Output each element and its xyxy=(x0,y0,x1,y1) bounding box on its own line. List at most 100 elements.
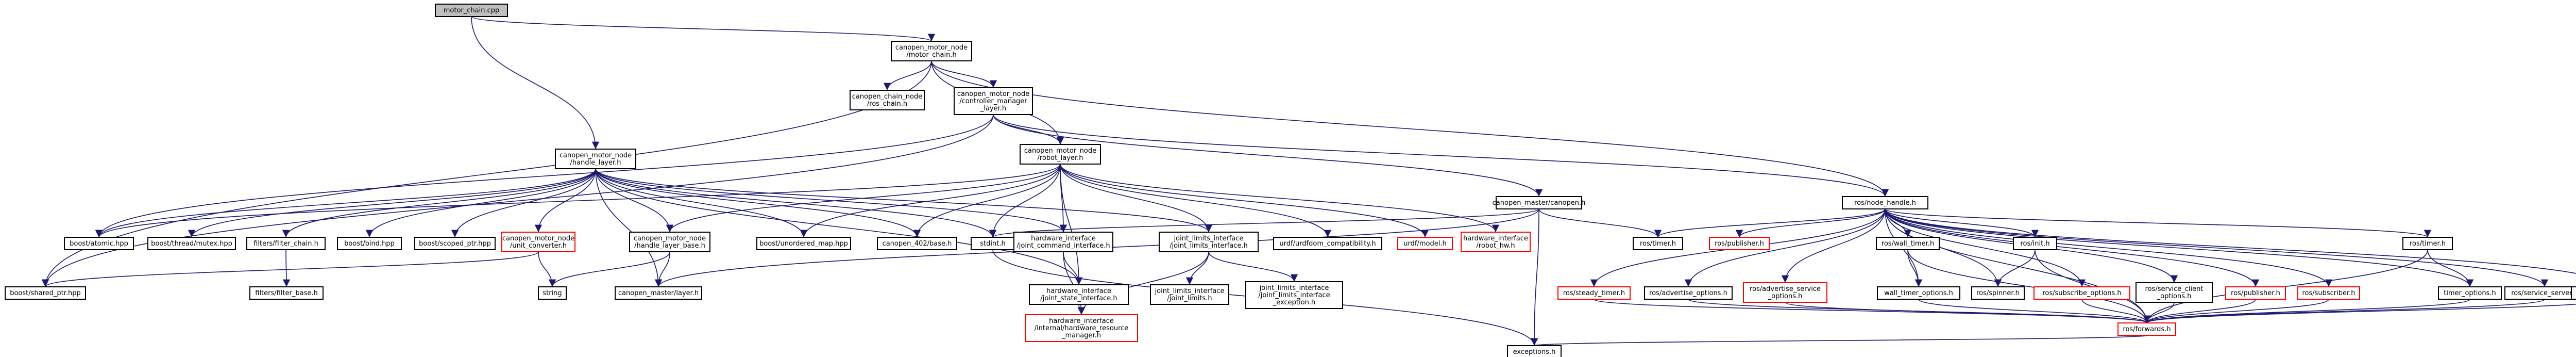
node-forwards-h[interactable]: ros/forwards.h xyxy=(2117,322,2176,336)
edge-robot-layer-h-to-handle-layer-base-h xyxy=(666,164,1061,233)
node-joint-state-interface-h[interactable]: hardware_interface/joint_state_interface… xyxy=(1029,284,1129,305)
node-ros-subscriber-h[interactable]: ros/subscriber.h xyxy=(2297,286,2360,300)
edge-robot-layer-h-to-boost-unordered-map xyxy=(800,164,1061,238)
node-canopen-402-base-h[interactable]: canopen_402/base.h xyxy=(877,237,957,250)
node-label: _manager.h xyxy=(1061,332,1101,339)
node-robot-hw-h[interactable]: hardware_interface/robot_hw.h xyxy=(1461,232,1531,252)
node-label: ros/subscriber.h xyxy=(2302,289,2355,297)
edge-node-handle-h-to-ros-subscriber-h xyxy=(1885,208,2333,287)
edge-node-handle-h-to-service-server-h xyxy=(1885,208,2548,287)
node-service-client-options-h[interactable]: ros/service_client_options.h xyxy=(2136,282,2213,303)
edge-node-handle-h-to-ros-publisher-h-a xyxy=(1735,208,1886,238)
node-boost-unordered-map[interactable]: boost/unordered_map.hpp xyxy=(756,237,851,250)
node-ros-publisher-h-b[interactable]: ros/publisher.h xyxy=(2225,286,2286,300)
node-label: /robot_hw.h xyxy=(1476,242,1515,250)
node-canopen-layer-h[interactable]: canopen_master/layer.h xyxy=(615,286,702,300)
edge-advertise-service-options-h-to-forwards-h xyxy=(1785,302,2150,323)
node-joint-limits-interface-exception-h[interactable]: joint_limits_interface/joint_limits_inte… xyxy=(1245,281,1343,309)
node-box xyxy=(756,237,851,250)
node-label: ros/steady_timer.h xyxy=(1563,289,1625,297)
node-box xyxy=(1557,286,1631,300)
node-handle-layer-h[interactable]: canopen_motor_node/handle_layer.h xyxy=(555,149,636,169)
node-node-handle-h[interactable]: ros/node_handle.h xyxy=(1842,196,1928,209)
node-ros-publisher-h-a[interactable]: ros/publisher.h xyxy=(1709,237,1770,250)
edge-controller-manager-layer-h-to-node-handle-h xyxy=(993,114,1889,197)
node-box xyxy=(2297,286,2360,300)
node-label: hardware_interface xyxy=(1049,317,1114,325)
node-label: ros/timer.h xyxy=(2410,240,2446,248)
node-box xyxy=(2504,286,2576,300)
node-urdfdom-compat-h[interactable]: urdf/urdfdom_compatibility.h xyxy=(1273,237,1382,250)
edge-wall-timer-options-h-to-forwards-h xyxy=(1918,299,2150,323)
node-label: canopen_motor_node xyxy=(957,90,1029,98)
node-label: boost/bind.hpp xyxy=(344,240,395,248)
node-box xyxy=(1743,282,1827,303)
node-timer-options-h[interactable]: timer_options.h xyxy=(2438,286,2502,300)
node-label: /handle_layer.h xyxy=(570,159,621,167)
node-robot-layer-h[interactable]: canopen_motor_node/robot_layer.h xyxy=(1020,144,1101,165)
edge-node-handle-h-to-advertise-service-options-h xyxy=(1781,208,1886,283)
edge-robot-layer-h-to-boost-atomic xyxy=(95,164,1061,238)
node-ros-chain-h[interactable]: canopen_chain_node/ros_chain.h xyxy=(850,90,925,110)
node-service-client-h[interactable]: ros/service_client.h xyxy=(2571,286,2576,300)
node-string[interactable]: string xyxy=(538,286,567,300)
node-motor-chain-cpp[interactable]: motor_chain.cpp xyxy=(435,4,508,17)
node-unit-converter-h[interactable]: canopen_motor_node/unit_converter.h xyxy=(501,232,575,252)
edge-forwards-h-to-exceptions-h xyxy=(1531,335,2147,346)
node-ros-spinner-h[interactable]: ros/spinner.h xyxy=(1971,286,2025,300)
edge-joint-limits-interface-h-to-joint-limits-h xyxy=(1185,251,1209,285)
node-label: /joint_limits.h xyxy=(1167,295,1212,302)
node-handle-layer-base-h[interactable]: canopen_motor_node/handle_layer_base.h xyxy=(629,232,710,252)
node-steady-timer-h[interactable]: ros/steady_timer.h xyxy=(1557,286,1631,300)
node-box xyxy=(2571,286,2576,300)
node-joint-limits-interface-h[interactable]: joint_limits_interface/joint_limits_inte… xyxy=(1159,232,1259,252)
node-label: hardware_interface xyxy=(1463,235,1528,242)
node-boost-shared-ptr[interactable]: boost/shared_ptr.hpp xyxy=(5,286,86,300)
node-ros-wall-timer-h[interactable]: ros/wall_timer.h xyxy=(1876,237,1940,250)
nodes-layer: motor_chain.cpp canopen_motor_node/motor_… xyxy=(5,4,2576,357)
node-canopen-h[interactable]: canopen_master/canopen.h xyxy=(1493,196,1586,209)
edge-motor-chain-cpp-to-motor-chain-h xyxy=(471,16,935,42)
node-filter-base-h[interactable]: filters/filter_base.h xyxy=(249,286,324,300)
node-label: canopen_motor_node xyxy=(502,235,574,242)
edge-motor-chain-h-to-controller-manager-layer-h xyxy=(931,60,997,88)
node-label: canopen_master/layer.h xyxy=(618,289,699,297)
node-wall-timer-options-h[interactable]: wall_timer_options.h xyxy=(1877,286,1960,300)
node-label: /joint_limits_interface.h xyxy=(1170,242,1248,250)
node-joint-limits-h[interactable]: joint_limits_interface/joint_limits.h xyxy=(1150,284,1229,305)
node-ros-timer-h-b[interactable]: ros/timer.h xyxy=(2402,237,2453,250)
node-ros-init-h[interactable]: ros/init.h xyxy=(2013,237,2057,250)
edge-node-handle-h-to-timer-options-h xyxy=(1885,208,2473,287)
node-box xyxy=(1397,237,1453,250)
node-controller-manager-layer-h[interactable]: canopen_motor_node/controller_manager_la… xyxy=(954,87,1033,115)
node-exceptions-h[interactable]: exceptions.h xyxy=(1507,345,1562,357)
node-advertise-options-h[interactable]: ros/advertise_options.h xyxy=(1644,286,1733,300)
node-box xyxy=(249,286,324,300)
edge-handle-layer-h-to-joint-command-interface-h xyxy=(595,168,1067,233)
node-box xyxy=(1876,237,1940,250)
node-ros-timer-h-a[interactable]: ros/timer.h xyxy=(1633,237,1683,250)
node-service-server-h[interactable]: ros/service_server.h xyxy=(2504,286,2576,300)
node-motor-chain-h[interactable]: canopen_motor_node/motor_chain.h xyxy=(891,41,972,61)
edge-unit-converter-h-to-string xyxy=(538,251,556,287)
node-label: /motor_chain.h xyxy=(906,51,956,59)
node-urdf-model-h[interactable]: urdf/model.h xyxy=(1397,237,1453,250)
node-boost-scoped-ptr[interactable]: boost/scoped_ptr.hpp xyxy=(414,237,496,250)
node-boost-bind[interactable]: boost/bind.hpp xyxy=(337,237,402,250)
node-label: hardware_interface xyxy=(1031,235,1096,242)
node-subscribe-options-h[interactable]: ros/subscribe_options.h xyxy=(2033,286,2130,300)
node-filter-chain-h[interactable]: filters/filter_chain.h xyxy=(246,237,326,250)
node-joint-command-interface-h[interactable]: hardware_interface/joint_command_interfa… xyxy=(1013,232,1113,252)
node-stdint-h[interactable]: stdint.h xyxy=(971,237,1015,250)
node-boost-thread-mutex[interactable]: boost/thread/mutex.hpp xyxy=(147,237,236,250)
node-label: /controller_manager xyxy=(959,98,1027,105)
node-box xyxy=(501,232,575,252)
node-box xyxy=(1877,286,1960,300)
node-label: /robot_layer.h xyxy=(1038,154,1083,162)
node-boost-atomic[interactable]: boost/atomic.hpp xyxy=(64,237,134,250)
edge-motor-chain-h-to-boost-shared-ptr xyxy=(41,60,932,287)
node-advertise-service-options-h[interactable]: ros/advertise_service_options.h xyxy=(1743,282,1827,303)
node-hardware-resource-manager-h[interactable]: hardware_interface/internal/hardware_res… xyxy=(1025,314,1138,342)
edge-ros-timer-h-b-to-timer-options-h xyxy=(2427,249,2474,287)
node-label: canopen_chain_node xyxy=(852,93,922,101)
